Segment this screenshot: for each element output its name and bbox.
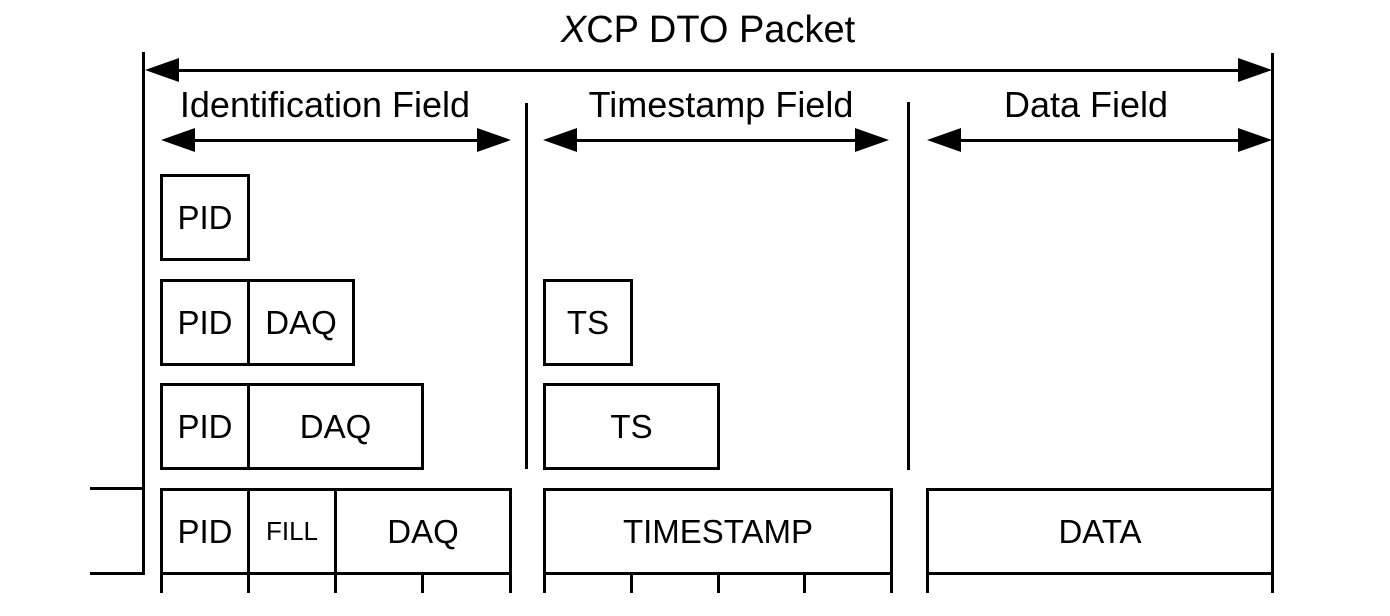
row2-pid-box: PID: [160, 279, 250, 366]
byte-tick: [421, 573, 424, 593]
arrowhead-left-icon: [927, 128, 961, 152]
row4-pid-label: PID: [177, 512, 233, 550]
left-notch-bottom-line: [90, 572, 145, 575]
right-boundary-line: [1271, 53, 1274, 593]
timestamp-field-label: Timestamp Field: [588, 84, 854, 125]
identification-field-label: Identification Field: [179, 84, 471, 125]
byte-tick: [717, 573, 720, 593]
row4-daq-box: DAQ: [334, 488, 512, 575]
row4-timestamp-box: TIMESTAMP: [543, 488, 893, 575]
row4-fill-label: FILL: [265, 516, 319, 546]
row4-data-box: DATA: [926, 488, 1274, 575]
arrowhead-left-icon: [145, 58, 179, 82]
left-boundary-line: [142, 52, 145, 575]
byte-tick: [509, 573, 512, 593]
row4-fill-box: FILL: [247, 488, 337, 575]
arrow-shaft: [179, 68, 1238, 72]
byte-tick: [890, 573, 893, 593]
row3-pid-box: PID: [160, 383, 250, 470]
identification-extent-arrow: [161, 127, 511, 153]
arrowhead-left-icon: [161, 128, 195, 152]
arrowhead-left-icon: [543, 128, 577, 152]
arrowhead-right-icon: [1238, 128, 1272, 152]
row2-ts-label: TS: [566, 303, 610, 341]
diagram-title: XCP DTO Packet: [458, 9, 958, 52]
byte-tick: [334, 573, 337, 593]
byte-tick: [543, 573, 546, 593]
row2-ts-box: TS: [543, 279, 633, 366]
byte-tick: [160, 573, 163, 593]
row4-timestamp-label: TIMESTAMP: [622, 512, 814, 550]
field-divider-identification-timestamp: [525, 103, 528, 469]
title-italic-x: X: [560, 9, 587, 51]
arrow-shaft: [195, 138, 477, 142]
packet-extent-arrow: [145, 57, 1272, 83]
byte-tick: [926, 573, 929, 593]
byte-tick: [803, 573, 806, 593]
row2-daq-box: DAQ: [247, 279, 355, 366]
row3-ts-box: TS: [543, 383, 720, 470]
arrow-shaft: [577, 138, 855, 142]
arrow-shaft: [961, 138, 1238, 142]
row3-ts-label: TS: [610, 407, 653, 445]
row4-data-label: DATA: [1058, 512, 1142, 550]
row1-pid-label: PID: [177, 198, 233, 236]
arrowhead-right-icon: [477, 128, 511, 152]
field-divider-timestamp-data: [907, 102, 910, 470]
row3-pid-label: PID: [177, 407, 233, 445]
left-notch-top-line: [90, 487, 145, 490]
data-field-label: Data Field: [1003, 84, 1169, 125]
byte-tick: [247, 573, 250, 593]
row3-daq-box: DAQ: [247, 383, 424, 470]
row2-pid-label: PID: [177, 303, 233, 341]
row1-pid-box: PID: [160, 174, 250, 261]
title-rest: CP DTO Packet: [586, 9, 856, 51]
arrowhead-right-icon: [855, 128, 889, 152]
row2-daq-label: DAQ: [265, 303, 337, 341]
byte-tick: [630, 573, 633, 593]
row4-pid-box: PID: [160, 488, 250, 575]
data-extent-arrow: [927, 127, 1272, 153]
row3-daq-label: DAQ: [299, 407, 372, 445]
row4-daq-label: DAQ: [387, 512, 459, 550]
timestamp-extent-arrow: [543, 127, 889, 153]
arrowhead-right-icon: [1238, 58, 1272, 82]
